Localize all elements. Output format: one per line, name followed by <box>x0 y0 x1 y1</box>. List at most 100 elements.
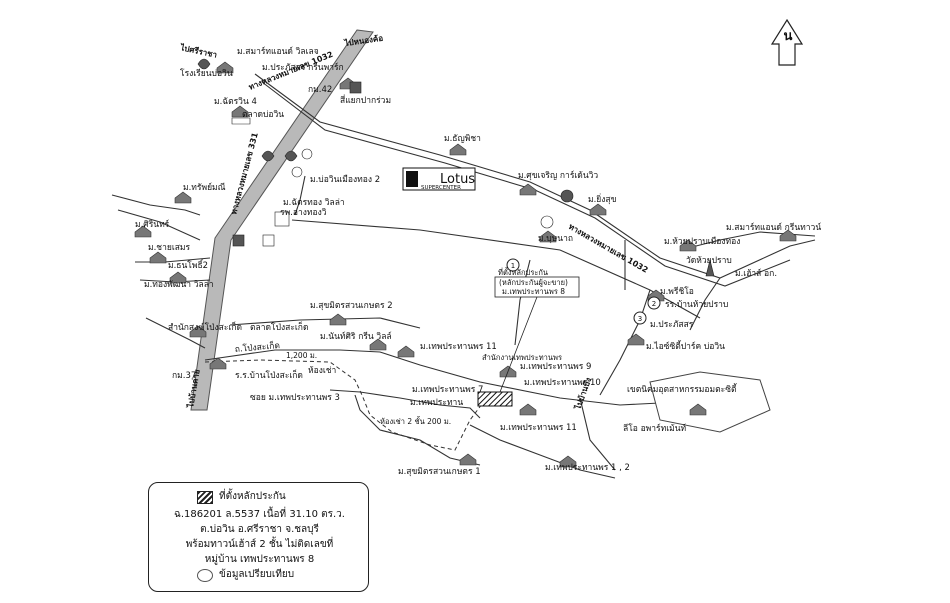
label-bowin-school: โรงเรียนบ่อวิน <box>180 68 233 79</box>
marker-2: 2 <box>652 300 656 308</box>
north-label: น <box>784 29 793 44</box>
label-chayansamon: ม.ชายเสมร <box>148 243 191 253</box>
house-icon <box>589 203 607 216</box>
secondary-roads <box>111 73 816 479</box>
house-icon <box>134 225 152 238</box>
label-thepprathan7: ม.เทพประทานพร 7 <box>412 385 483 395</box>
label-office-thepprathan: สำนักงานเทพประทานพร <box>482 353 562 362</box>
marker-3: 3 <box>638 315 642 323</box>
house-icon <box>539 230 557 243</box>
collateral-callout-line <box>499 296 538 393</box>
lotus-label: Lotus <box>440 172 475 187</box>
label-pongsaket-office: สำนักสงฆ์โป่งสะเก็ด <box>168 321 242 333</box>
label-thepprathan11-a: ม.เทพประทานพร 11 <box>420 342 497 352</box>
label-route-1032-b: ทางหลวงหมายเลข 1032 <box>567 222 650 275</box>
label-dist-1200: 1,200 ม. <box>286 351 317 360</box>
label-amata-city-village: ม.ไอซ์ซิตี้ปาร์ค บ่อวิน <box>646 340 725 352</box>
hospital-icon <box>274 211 290 227</box>
house-icon <box>519 183 537 196</box>
label-wat-huaipra: วัดห้วยปราบ <box>686 255 732 266</box>
legend-village: หมู่บ้าน เทพประทานพร 8 <box>204 554 315 565</box>
label-yingsuk: ม.ยิ่งสุข <box>588 193 617 205</box>
house-icon <box>449 143 467 156</box>
label-thepprathan10: ม.เทพประทานพร 10 <box>524 378 601 388</box>
label-thanaphong2: ม.ธนโพธิ์2 <box>168 259 208 271</box>
label-km42: กม.42 <box>308 85 332 95</box>
label-thepprathan9: ม.เทพประทานพร 9 <box>520 362 591 372</box>
house-icon <box>779 229 797 242</box>
house-icon <box>149 251 167 264</box>
legend-comparison: ข้อมูลเปรียบเทียบ <box>219 569 295 580</box>
label-thanyapicha: ม.ธัญพิชา <box>444 134 481 144</box>
bank-icon <box>232 234 245 247</box>
house-icon <box>559 455 577 468</box>
house-icon <box>397 345 415 358</box>
collateral-site-marker <box>477 391 513 407</box>
house-icons <box>134 61 797 468</box>
bank-icon <box>261 150 275 162</box>
legend: ที่ตั้งหลักประกัน ฉ.186201 ล.5537 เนื้อท… <box>148 482 369 592</box>
legend-location: ต.บ่อวิน อ.ศรีราชา จ.ชลบุรี <box>200 524 319 535</box>
markers: 1 2 3 <box>506 258 661 325</box>
house-icon <box>369 338 387 351</box>
house-icon <box>209 357 227 370</box>
label-pong-school: ร.ร.บ้านโป่งสะเก็ด <box>235 369 303 381</box>
bank-icon <box>540 215 554 229</box>
bank-icon <box>349 81 362 94</box>
bank-icon <box>301 148 313 160</box>
label-sirinat: ม.ศิรินทร์ <box>135 219 170 230</box>
label-huai-pra-muangthong: ม.ห้วยปราบเมืองทอง <box>664 236 740 247</box>
main-highway <box>190 29 374 411</box>
house-icon <box>627 333 645 346</box>
legend-deed: ฉ.186201 ล.5537 เนื้อที่ 31.10 ตร.ว. <box>174 509 345 520</box>
house-icon <box>216 61 234 74</box>
label-sub-charoen: ม.ศุขเจริญ การ์เด้นวิว <box>518 170 598 181</box>
bank-icon <box>284 150 298 162</box>
market-icon <box>231 117 251 125</box>
label-sub-mitr-suan1: ม.สุขมิตรสวนเกษตร 1 <box>398 467 481 477</box>
label-smart-home-town: ม.สมาร์ทแอนด์ กรีนทาวน์ <box>726 222 821 233</box>
legend-collateral: ที่ตั้งหลักประกัน <box>219 491 286 502</box>
house-icon <box>689 403 707 416</box>
bank-icon <box>560 189 574 203</box>
label-thepprathan-a: ม.เทพประทาน <box>410 398 463 408</box>
house-icon <box>459 453 477 466</box>
house-icon <box>169 271 187 284</box>
legend-hatch-swatch <box>197 491 213 504</box>
label-chat-darin4: ม.ฉัตรวิน 4 <box>214 97 257 107</box>
house-icon <box>679 239 697 252</box>
marker-1: 1 <box>511 262 515 270</box>
legend-circle-swatch <box>197 569 213 582</box>
label-ppreechao: ม.พรีชิโอ <box>660 286 694 297</box>
label-chatthong: ม.ฉัตรทอง วิลล่า <box>283 198 345 208</box>
bank-icon <box>197 58 211 70</box>
north-arrow: น <box>770 18 804 66</box>
label-school-huaipra: รร.บ้านห้วยปราบ <box>665 299 728 310</box>
industrial-estate <box>649 371 771 433</box>
label-thepprathan12: ม.เทพประทานพร 1 , 2 <box>545 463 630 473</box>
house-icon <box>519 403 537 416</box>
label-hospital: รพ.อ่างทองวิ <box>280 208 327 218</box>
lotus-sub-label: SUPERCENTER <box>421 185 461 191</box>
label-supphanat: ม.บุษนาถ <box>538 234 573 244</box>
label-pakruam: สี่แยกปากร่วม <box>340 94 391 106</box>
label-prapatsorn: ม.ประภัสสร <box>650 320 694 330</box>
route-dashed <box>204 359 486 451</box>
label-thepprathan11-b: ม.เทพประทานพร 11 <box>500 423 577 433</box>
temple-icon <box>705 259 715 277</box>
house-icon <box>174 191 192 204</box>
bank-icon <box>291 166 303 178</box>
house-icon <box>231 105 249 118</box>
landmark-icons <box>197 58 715 277</box>
label-nanthiri: ม.นันท์ศิริ กรีน วิลล์ <box>320 331 392 342</box>
label-bowin-market: ตลาดบ่อวิน <box>242 110 284 120</box>
label-sap-manee: ม.ทรัพย์มณี <box>183 182 226 193</box>
label-pong-road: ถ.โป่งสะเก็ด <box>234 339 280 355</box>
lotus-sign: Lotus SUPERCENTER <box>402 167 476 191</box>
label-bowin-muangthong2: ม.บ่อวินเมืองทอง 2 <box>310 174 380 185</box>
label-huai-noom: ห้องเช่า <box>308 365 336 376</box>
label-room-rent-2: ห้องเช่า 2 ชั้น 200 ม. <box>380 416 451 426</box>
label-sub-mitr-suan2: ม.สุขมิตรสวนเกษตร 2 <box>310 301 393 311</box>
